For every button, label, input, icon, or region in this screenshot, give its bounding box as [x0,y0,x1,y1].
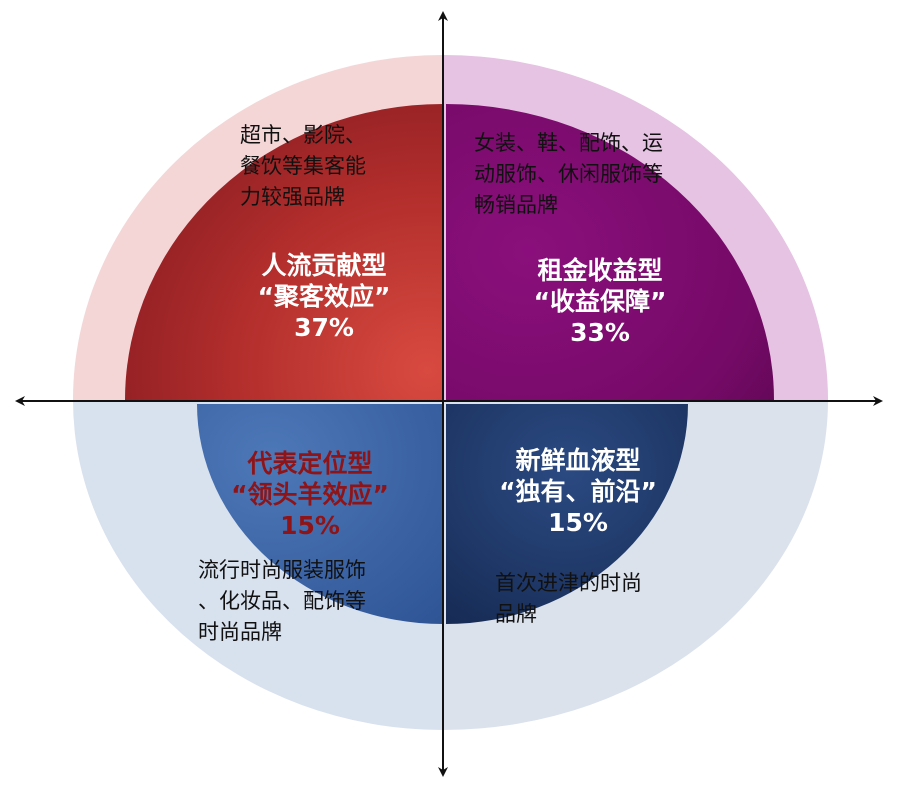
quadrant-bottom-left [197,404,443,624]
top-left-description: 超市、影院、 餐饮等集客能 力较强品牌 [240,120,366,213]
top-left-title-block: 人流贡献型 “聚客效应” 37% [224,250,424,343]
quadrant-title: 租金收益型 [537,256,663,285]
bottom-left-title-block: 代表定位型 “领头羊效应” 15% [210,448,410,541]
quadrant-title: 代表定位型 [247,449,373,478]
quadrant-subtitle: “独有、前沿” [499,477,657,506]
quadrant-percent: 33% [570,318,630,347]
top-right-title-block: 租金收益型 “收益保障” 33% [500,255,700,348]
quadrant-subtitle: “收益保障” [533,287,667,316]
description-line: 畅销品牌 [474,193,558,217]
quadrant-percent: 15% [280,511,340,540]
quadrant-subtitle: “聚客效应” [257,282,391,311]
quadrant-percent: 37% [294,313,354,342]
description-line: 餐饮等集客能 [240,154,366,178]
description-line: 动服饰、休闲服饰等 [474,162,663,186]
top-right-description: 女装、鞋、配饰、运 动服饰、休闲服饰等 畅销品牌 [474,128,663,221]
description-line: 首次进津的时尚 [495,571,642,595]
description-line: 超市、影院、 [240,123,366,147]
quadrant-top-left [125,104,443,400]
quadrant-subtitle: “领头羊效应” [231,480,389,509]
bottom-right-description: 首次进津的时尚 品牌 [495,568,642,630]
quadrant-percent: 15% [548,508,608,537]
description-line: 时尚品牌 [198,620,282,644]
description-line: 力较强品牌 [240,185,345,209]
quadrant-title: 新鲜血液型 [515,446,641,475]
bottom-left-description: 流行时尚服装服饰 、化妆品、配饰等 时尚品牌 [198,555,366,648]
quadrant-title: 人流贡献型 [261,251,387,280]
description-line: 流行时尚服装服饰 [198,558,366,582]
description-line: 、化妆品、配饰等 [198,589,366,613]
description-line: 女装、鞋、配饰、运 [474,131,663,155]
description-line: 品牌 [495,602,537,626]
bottom-right-title-block: 新鲜血液型 “独有、前沿” 15% [478,445,678,538]
quadrant-top-right [446,104,774,400]
quadrant-bottom-right [446,404,688,624]
